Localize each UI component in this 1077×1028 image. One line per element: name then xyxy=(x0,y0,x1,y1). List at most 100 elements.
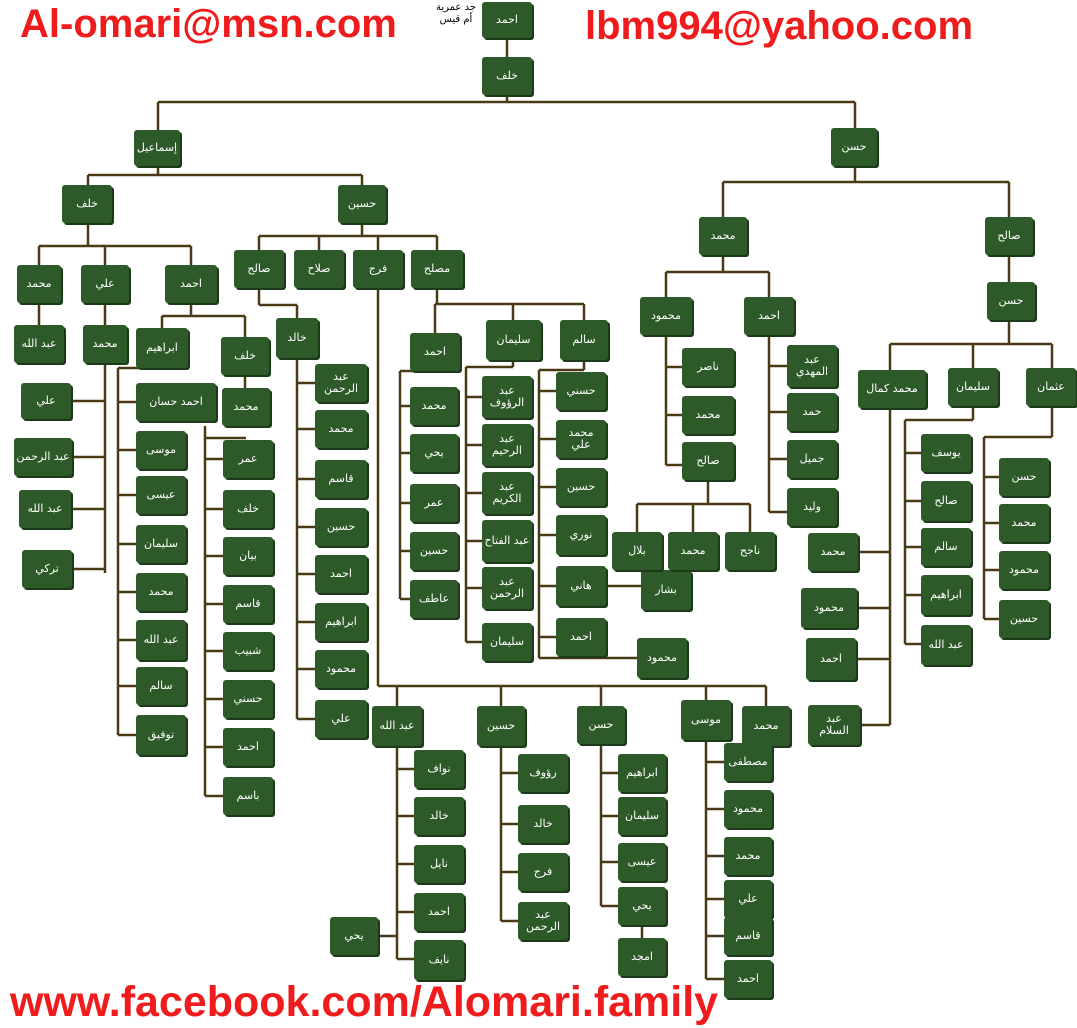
tree-node-mohammad-kh[interactable]: محمد xyxy=(222,388,270,426)
tree-node-ahmed-af[interactable]: احمد xyxy=(414,893,464,931)
tree-node-omar-mk[interactable]: عمر xyxy=(223,440,273,478)
tree-node-ali-k[interactable]: علي xyxy=(81,265,129,303)
tree-node-musa-ib[interactable]: موسى xyxy=(136,431,186,469)
tree-node-hussein-i[interactable]: حسين xyxy=(338,185,386,223)
tree-node-khalaf-ah[interactable]: خلف xyxy=(221,337,269,375)
tree-node-hussein-f[interactable]: حسين xyxy=(477,706,525,746)
tree-node-ahmed-mk[interactable]: احمد xyxy=(223,728,273,766)
tree-node-hasan-r[interactable]: حسن xyxy=(831,128,877,166)
tree-node-khalaf-mk[interactable]: خلف xyxy=(223,490,273,528)
tree-node-abdulrahman-g[interactable]: عبد الرحمن xyxy=(14,438,72,476)
tree-node-ahmed-mk2[interactable]: احمد xyxy=(806,638,856,680)
tree-node-hussein-am[interactable]: حسين xyxy=(410,532,458,570)
tree-node-ismail[interactable]: إسماعيل xyxy=(134,130,180,166)
tree-node-qasem-mf[interactable]: قاسم xyxy=(724,917,772,955)
tree-node-tawfiq-ib[interactable]: توفيق xyxy=(136,715,186,755)
tree-node-khaled-s[interactable]: خالد xyxy=(276,318,318,358)
tree-node-ahmed-mf[interactable]: احمد xyxy=(724,960,772,998)
tree-node-qasem-ks[interactable]: قاسم xyxy=(315,460,367,498)
tree-node-saleh-h[interactable]: صالح xyxy=(234,250,284,288)
tree-node-bashar-sl[interactable]: بشار xyxy=(641,570,691,610)
tree-node-salem-ib[interactable]: سالم xyxy=(136,667,186,705)
tree-node-bilal-sd[interactable]: بلال xyxy=(612,532,662,570)
tree-node-isa-ib[interactable]: عيسى xyxy=(136,476,186,514)
tree-node-sulaiman-hs[interactable]: سليمان xyxy=(948,368,998,406)
email-right[interactable]: lbm994@yahoo.com xyxy=(585,4,974,48)
tree-node-abdulrahman-hf[interactable]: عبد الرحمن xyxy=(518,902,568,940)
tree-node-abdulrahim-sm[interactable]: عبد الرحيم xyxy=(482,424,532,466)
tree-node-mohammad-hr[interactable]: محمد xyxy=(699,217,747,255)
tree-node-husni-mk[interactable]: حسني xyxy=(223,680,273,718)
tree-node-ali-g[interactable]: علي xyxy=(21,383,71,419)
tree-node-mohammad-sd[interactable]: محمد xyxy=(668,532,718,570)
tree-node-isa-hsf[interactable]: عيسى xyxy=(618,843,666,881)
tree-node-mohammadali-sl[interactable]: محمد علي xyxy=(556,420,606,458)
tree-node-khalaf-top[interactable]: خلف xyxy=(482,57,532,95)
tree-node-nayef-af[interactable]: نايف xyxy=(414,940,464,980)
tree-node-hussein-ks[interactable]: حسين xyxy=(315,508,367,546)
tree-node-sulaiman-hsf[interactable]: سليمان xyxy=(618,797,666,835)
tree-node-faraj-hf[interactable]: فرج xyxy=(518,853,568,891)
tree-node-abdulrahman-sm[interactable]: عبد الرحمن xyxy=(482,567,532,609)
tree-node-ahmed-mh[interactable]: احمد xyxy=(744,297,794,335)
tree-node-mohammad-ib[interactable]: محمد xyxy=(136,573,186,611)
tree-node-saleh-sh[interactable]: صالح xyxy=(921,481,971,521)
tree-node-shabib-mk[interactable]: شبيب xyxy=(223,632,273,670)
tree-node-khalaf2[interactable]: خلف xyxy=(62,185,112,223)
tree-node-mustafa-mf[interactable]: مصطفى xyxy=(724,743,772,781)
tree-node-faraj-h[interactable]: فرج xyxy=(353,250,403,288)
tree-node-ahmed-m[interactable]: احمد xyxy=(410,333,460,371)
tree-node-omar-am[interactable]: عمر xyxy=(410,484,458,522)
tree-node-mohammad-oh[interactable]: محمد xyxy=(999,504,1049,542)
tree-node-musleh-h[interactable]: مصلح xyxy=(411,250,463,288)
tree-node-abdallah-sh[interactable]: عبد الله xyxy=(921,625,971,665)
tree-node-raouf-hf[interactable]: رؤوف xyxy=(518,754,568,792)
tree-node-hasan-s[interactable]: حسن xyxy=(987,282,1035,320)
tree-node-abdallah-g[interactable]: عبد الله xyxy=(19,490,71,528)
tree-node-mahmoud-mk2[interactable]: محمود xyxy=(801,588,857,628)
tree-node-yahya-am[interactable]: يحي xyxy=(410,434,458,472)
tree-node-turki-g[interactable]: تركي xyxy=(22,550,72,588)
email-left[interactable]: Al-omari@msn.com xyxy=(20,2,397,46)
tree-node-sulaiman-ib[interactable]: سليمان xyxy=(136,525,186,563)
tree-node-ahmed-root[interactable]: احمد xyxy=(482,2,532,38)
tree-node-nawaf-af[interactable]: نواف xyxy=(414,750,464,788)
tree-node-ibrahim-ah[interactable]: ابراهيم xyxy=(136,328,188,368)
tree-node-ibrahim-sh[interactable]: ابراهيم xyxy=(921,575,971,615)
tree-node-hussein-sl[interactable]: حسين xyxy=(556,468,606,506)
tree-node-salah-h[interactable]: صلاح xyxy=(294,250,344,288)
tree-node-abdulkarim-sm[interactable]: عبد الكريم xyxy=(482,472,532,514)
tree-node-mohammadkamal-hs[interactable]: محمد كمال xyxy=(858,370,926,408)
tree-node-salem-sh[interactable]: سالم xyxy=(921,528,971,566)
tree-node-abdulrahman-ks[interactable]: عبد الرحمن xyxy=(315,364,367,402)
tree-node-othman-hs[interactable]: عثمان xyxy=(1026,368,1076,406)
tree-node-nouri-sl[interactable]: نوري xyxy=(556,515,606,555)
tree-node-abdulmahdi-ah[interactable]: عبد المهدي xyxy=(787,345,837,387)
tree-node-atef-am[interactable]: عاطف xyxy=(410,580,458,618)
tree-node-hamad-ah[interactable]: حمد xyxy=(787,393,837,431)
tree-node-mahmoud-oh[interactable]: محمود xyxy=(999,551,1049,589)
facebook-link[interactable]: www.facebook.com/Alomari.family xyxy=(10,978,719,1026)
tree-node-hasan-oh[interactable]: حسن xyxy=(999,458,1049,496)
tree-node-ibrahim-ks[interactable]: ابراهيم xyxy=(315,603,367,641)
tree-node-nasser-md[interactable]: ناصر xyxy=(682,348,734,386)
tree-node-mohammad-k[interactable]: محمد xyxy=(17,265,61,303)
tree-node-mahmoud-m[interactable]: محمود xyxy=(637,638,687,678)
tree-node-hussein-oh[interactable]: حسين xyxy=(999,600,1049,638)
tree-node-salem-m[interactable]: سالم xyxy=(560,320,608,360)
tree-node-mahmoud-mh[interactable]: محمود xyxy=(640,297,692,335)
tree-node-ali-mf[interactable]: علي xyxy=(724,880,772,918)
tree-node-qasem-mk[interactable]: قاسم xyxy=(223,585,273,623)
tree-node-abdulfattah-sm[interactable]: عبد الفتاح xyxy=(482,520,532,562)
tree-node-mohammad-md[interactable]: محمد xyxy=(682,396,734,434)
tree-node-hasan-f[interactable]: حسن xyxy=(577,706,625,744)
tree-node-mohammad-ak[interactable]: محمد xyxy=(83,325,127,363)
tree-node-yahya-af[interactable]: يحي xyxy=(330,917,378,955)
tree-node-bayan-mk[interactable]: بيان xyxy=(223,537,273,575)
tree-node-musa-f[interactable]: موسى xyxy=(681,700,731,740)
tree-node-ahmed-sl[interactable]: احمد xyxy=(556,618,606,656)
tree-node-khaled-af[interactable]: خالد xyxy=(414,797,464,835)
tree-node-mohammad-mf[interactable]: محمد xyxy=(724,837,772,875)
tree-node-abdallah-f[interactable]: عبد الله xyxy=(372,706,422,746)
tree-node-mahmoud-ks[interactable]: محمود xyxy=(315,650,367,688)
